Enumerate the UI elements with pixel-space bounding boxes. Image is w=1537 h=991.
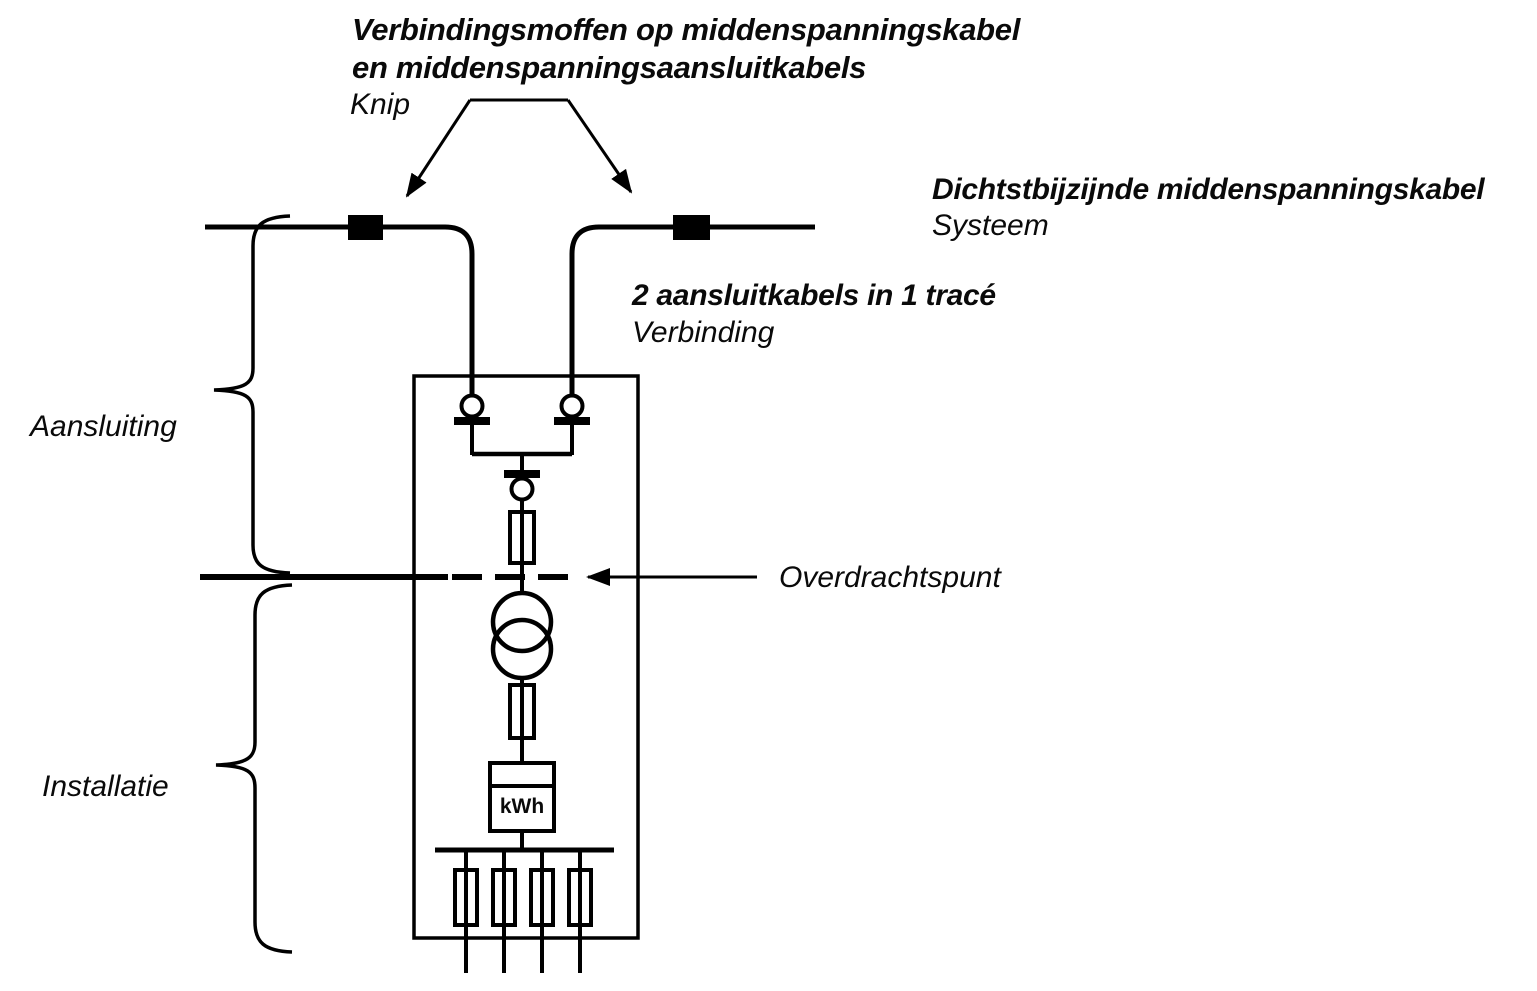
section-label-installatie: Installatie: [42, 770, 169, 803]
title-line1: Verbindingsmoffen op middenspanningskabe…: [352, 12, 1021, 47]
joint-sleeves: [348, 215, 710, 240]
annotation-pointer-arrows: [405, 98, 633, 198]
title-line2: en middenspanningsaansluitkabels: [352, 50, 867, 85]
brace-aansluiting: [213, 214, 291, 575]
title-sub-knip: Knip: [350, 88, 411, 121]
lv-fuse: [508, 683, 536, 740]
system-label-line2: Systeem: [932, 209, 1049, 242]
joint-sleeve-left: [348, 215, 383, 240]
joint-sleeve-right: [673, 215, 710, 240]
distribution-feeders: [435, 847, 614, 973]
hv-fuse: [508, 510, 536, 565]
section-braces: [213, 214, 293, 954]
feeder-fuses: [453, 868, 593, 927]
kwh-meter-label: kWh: [499, 795, 545, 818]
mv-cable: [205, 224, 815, 396]
transformer: [490, 590, 554, 681]
connection-label-line1: 2 aansluitkabels in 1 tracé: [632, 279, 996, 312]
outgoing-switch: [504, 470, 540, 502]
system-label-line1: Dichtstbijzijnde middenspanningskabel: [932, 173, 1485, 206]
installation-box: [412, 374, 640, 940]
switch-ring-middle: [509, 476, 535, 502]
switch-ring-right: [559, 393, 585, 419]
section-label-aansluiting: Aansluiting: [30, 410, 177, 443]
switch-ring-left: [459, 393, 485, 419]
kwh-meter: [488, 761, 556, 833]
feeder-lines: [464, 850, 582, 973]
connection-label-line2: Verbinding: [632, 316, 775, 349]
transfer-point-label: Overdrachtspunt: [779, 561, 1001, 594]
brace-installatie: [215, 583, 293, 954]
incoming-switches: [454, 393, 590, 425]
